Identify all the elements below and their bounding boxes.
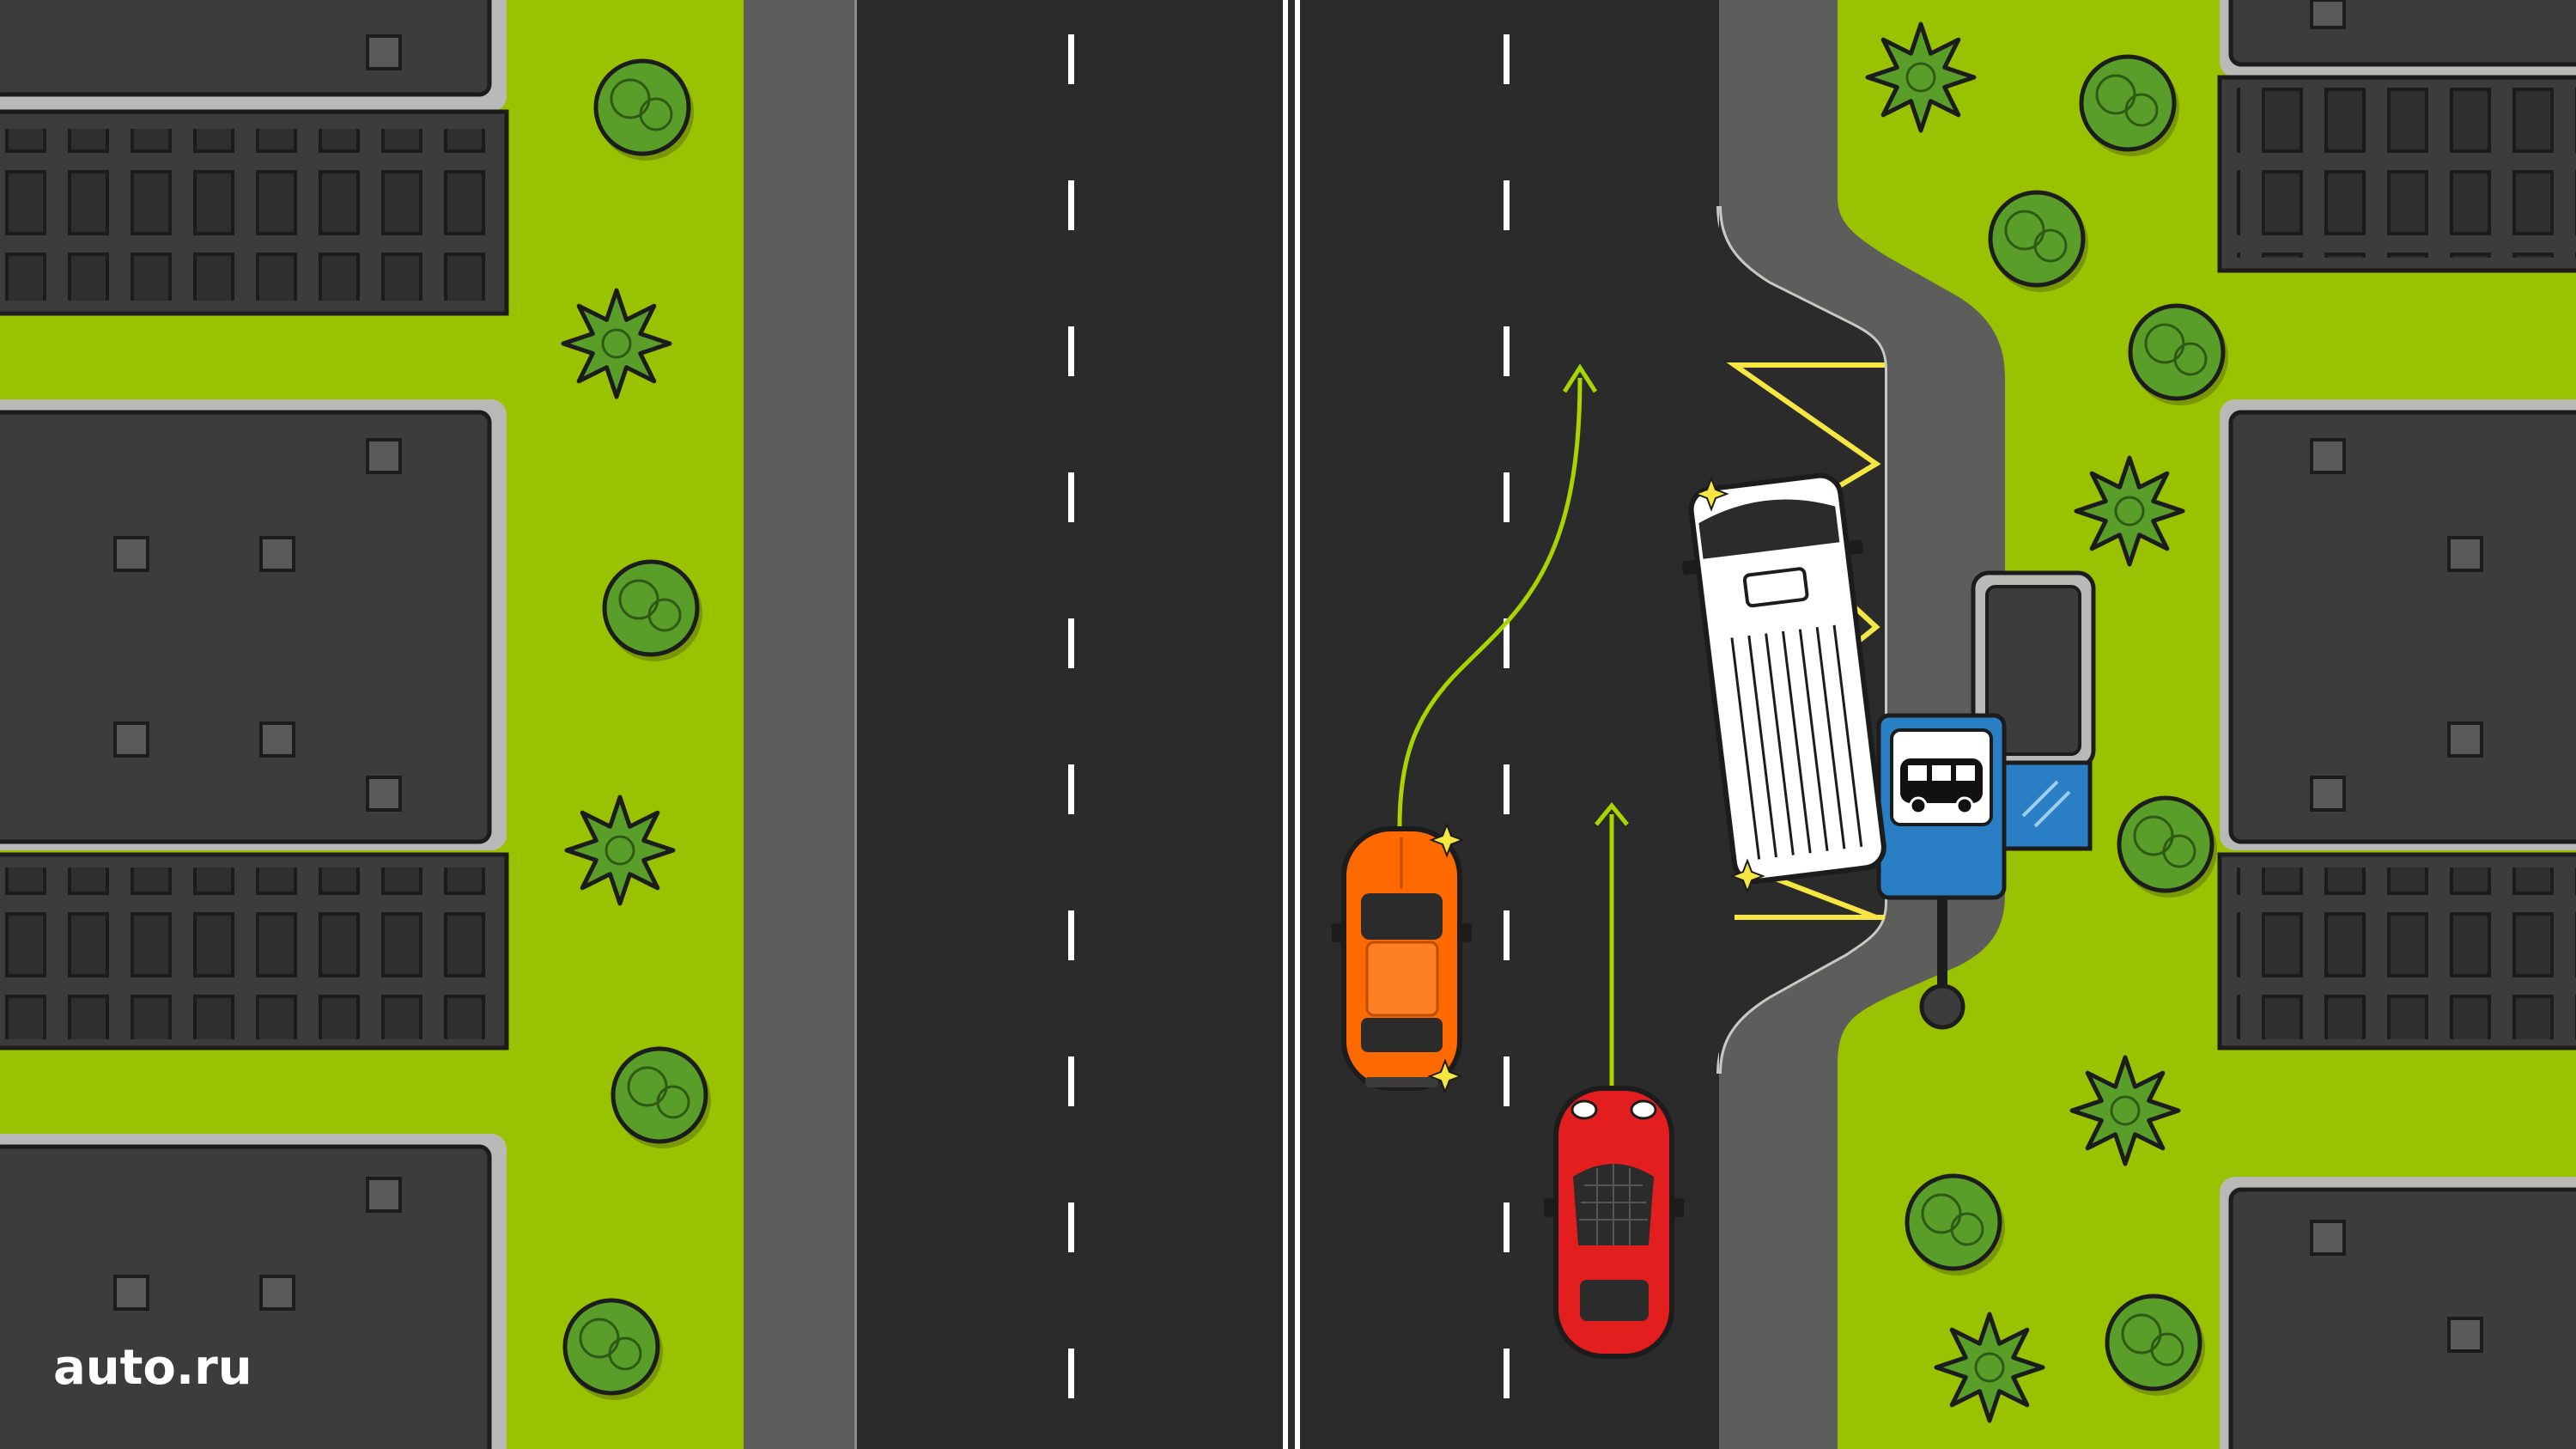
lane-dashes-left (1068, 34, 1074, 1398)
lane-dash (1504, 764, 1510, 814)
trees (561, 21, 2228, 1423)
building-left-2 (0, 399, 509, 1050)
round-tree (2128, 303, 2228, 405)
lane-dash (1504, 910, 1510, 960)
orange-car (1332, 826, 1472, 1091)
building-right-1 (2217, 0, 2576, 273)
sparkle (1729, 858, 1765, 894)
building-left-3 (0, 1134, 507, 1449)
lane-dash (1504, 1349, 1510, 1398)
round-tree (602, 559, 702, 661)
bus-icon (1900, 758, 1983, 815)
lane-dash (1504, 618, 1510, 668)
lane-dash (1068, 910, 1074, 960)
orange-car-trajectory-arrowhead (1562, 363, 1598, 393)
round-tree (611, 1046, 711, 1148)
round-tree (1988, 190, 2088, 292)
lane-dash (1068, 180, 1074, 230)
building-right-2 (2217, 399, 2576, 1050)
light-sparkles (1427, 476, 1765, 1094)
round-tree (593, 58, 694, 161)
lane-dash (1068, 34, 1074, 84)
auto-ru-logo: auto.ru (53, 1340, 252, 1396)
round-tree (562, 1298, 663, 1400)
sparkle (1429, 822, 1465, 858)
lane-dash (1504, 472, 1510, 522)
white-van (1682, 472, 1886, 885)
lane-dash (1068, 1349, 1074, 1398)
lane-dash (1068, 1056, 1074, 1106)
lane-dash (1068, 1202, 1074, 1252)
red-car-trajectory-arrowhead (1595, 802, 1629, 826)
spiky-tree (2069, 1055, 2181, 1166)
orange-car-trajectory (1397, 377, 1583, 827)
round-tree (1905, 1173, 2005, 1275)
lane-dash (1504, 326, 1510, 376)
round-tree (2117, 795, 2217, 898)
lane-dash (1504, 1056, 1510, 1106)
building-left-1 (0, 0, 509, 316)
spiky-tree (1865, 21, 1977, 133)
sparkle (1427, 1058, 1463, 1094)
round-tree (2105, 1294, 2205, 1396)
lane-dash (1068, 326, 1074, 376)
roof-vents (113, 0, 2483, 1353)
lane-dash (1504, 34, 1510, 84)
right-sidewalk (1719, 0, 2005, 1449)
spiky-tree (564, 795, 676, 906)
lane-dash (1068, 764, 1074, 814)
sparkle (1693, 476, 1729, 512)
left-sidewalk (744, 0, 857, 1449)
spiky-tree (2074, 455, 2185, 567)
spiky-tree (561, 288, 672, 399)
lane-dashes-right (1504, 34, 1510, 1398)
red-car (1544, 1086, 1684, 1359)
center-double-line (1283, 0, 1288, 1449)
spiky-tree (1934, 1312, 2045, 1423)
lane-dash (1068, 618, 1074, 668)
lane-dash (1504, 180, 1510, 230)
bus-stop-sign (1876, 713, 2007, 1030)
building-right-3 (2220, 1177, 2576, 1449)
round-tree (2079, 54, 2179, 156)
lane-dash (1068, 472, 1074, 522)
lane-dash (1504, 1202, 1510, 1252)
